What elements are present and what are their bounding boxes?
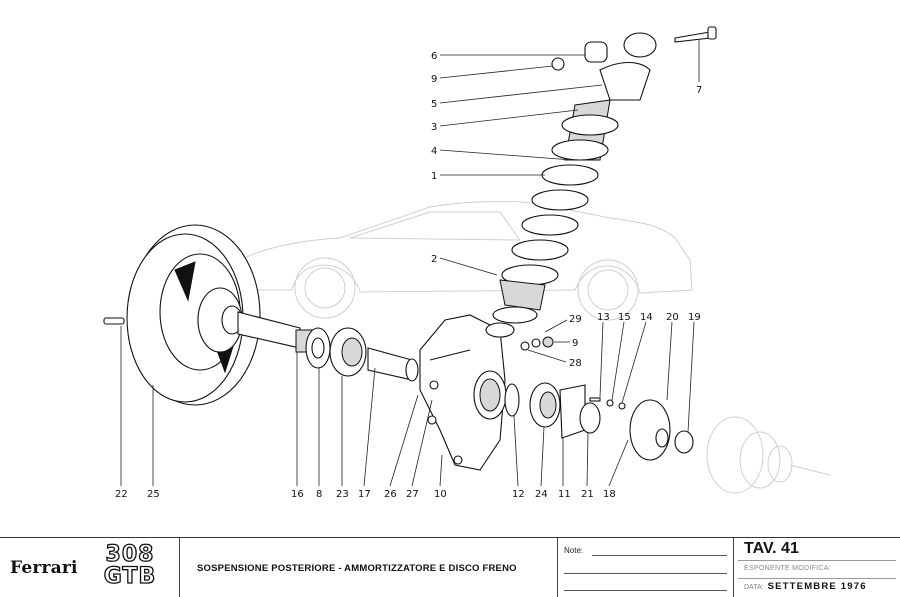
callout-12: 12 [512,489,525,500]
callout-1: 1 [431,171,437,182]
title-cell: SOSPENSIONE POSTERIORE - AMMORTIZZATORE … [180,538,558,597]
callout-16: 16 [291,489,304,500]
callout-13: 13 [597,312,610,323]
notes-line-1 [592,555,727,556]
callout-2: 2 [431,254,437,265]
callout-17: 17 [358,489,371,500]
callout-5: 5 [431,99,437,110]
callout-28: 28 [569,358,582,369]
callout-9: 9 [431,74,437,85]
hub-carrier [419,314,507,471]
notes-line-2 [564,573,727,574]
sheet-info-cell: TAV. 41 ESPONENTE MODIFICA: DATA:SETTEMB… [734,538,900,597]
model-variant: GTB [103,564,157,589]
ferrari-logo: Ferrari [10,558,78,578]
callout-29: 29 [569,314,582,325]
callout-23: 23 [336,489,349,500]
callout-8: 8 [316,489,322,500]
callout-9-lower: 9 [572,338,578,349]
callout-26: 26 [384,489,397,500]
seal-ring [305,327,331,369]
plate-number: TAV. 41 [744,540,799,557]
callout-6: 6 [431,51,437,62]
drawing-title: SOSPENSIONE POSTERIORE - AMMORTIZZATORE … [197,563,517,574]
title-block: Ferrari 308 GTB SOSPENSIONE POSTERIORE -… [0,537,900,597]
callout-19: 19 [688,312,701,323]
brake-disc [126,224,261,406]
info-divider-2 [738,578,896,579]
washers-and-nut [520,336,554,351]
exploded-parts-diagram: 6 9 5 3 4 1 7 2 29 9 28 13 15 14 20 19 2… [103,26,831,500]
coil-spring [501,114,619,286]
callout-25: 25 [147,489,160,500]
callout-24: 24 [535,489,548,500]
bearing [329,327,367,377]
callout-21: 21 [581,489,594,500]
callout-22: 22 [115,489,128,500]
callout-4: 4 [431,146,437,157]
driveshaft-joint-background [706,416,831,494]
callout-20: 20 [666,312,679,323]
callout-3: 3 [431,122,437,133]
info-divider-1 [738,560,896,561]
callout-11: 11 [558,489,571,500]
leader-lines [120,40,700,487]
callout-15: 15 [618,312,631,323]
notes-line-3 [564,590,727,591]
revision-label: ESPONENTE MODIFICA: [744,565,831,572]
notes-cell: Note: [558,538,734,597]
notes-label: Note: [564,546,584,555]
callout-27: 27 [406,489,419,500]
model-badge: 308 GTB [91,542,169,589]
logo-cell: Ferrari 308 GTB [0,538,180,597]
date-label: DATA: [744,584,764,591]
callout-labels: 6 9 5 3 4 1 7 2 29 9 28 13 15 14 20 19 2… [115,51,702,500]
shock-absorber-and-spring [485,32,657,338]
wheel-stud [103,317,125,325]
spacer-sleeve [367,347,419,382]
bolt [674,26,717,43]
model-number: 308 [105,542,155,567]
date-row: DATA:SETTEMBRE 1976 [744,581,867,592]
hub-assembly-parts [504,382,694,461]
callout-10: 10 [434,489,447,500]
callout-7: 7 [696,85,702,96]
date-value: SETTEMBRE 1976 [767,581,867,592]
callout-18: 18 [603,489,616,500]
callout-14: 14 [640,312,653,323]
car-silhouette-background [234,200,693,321]
